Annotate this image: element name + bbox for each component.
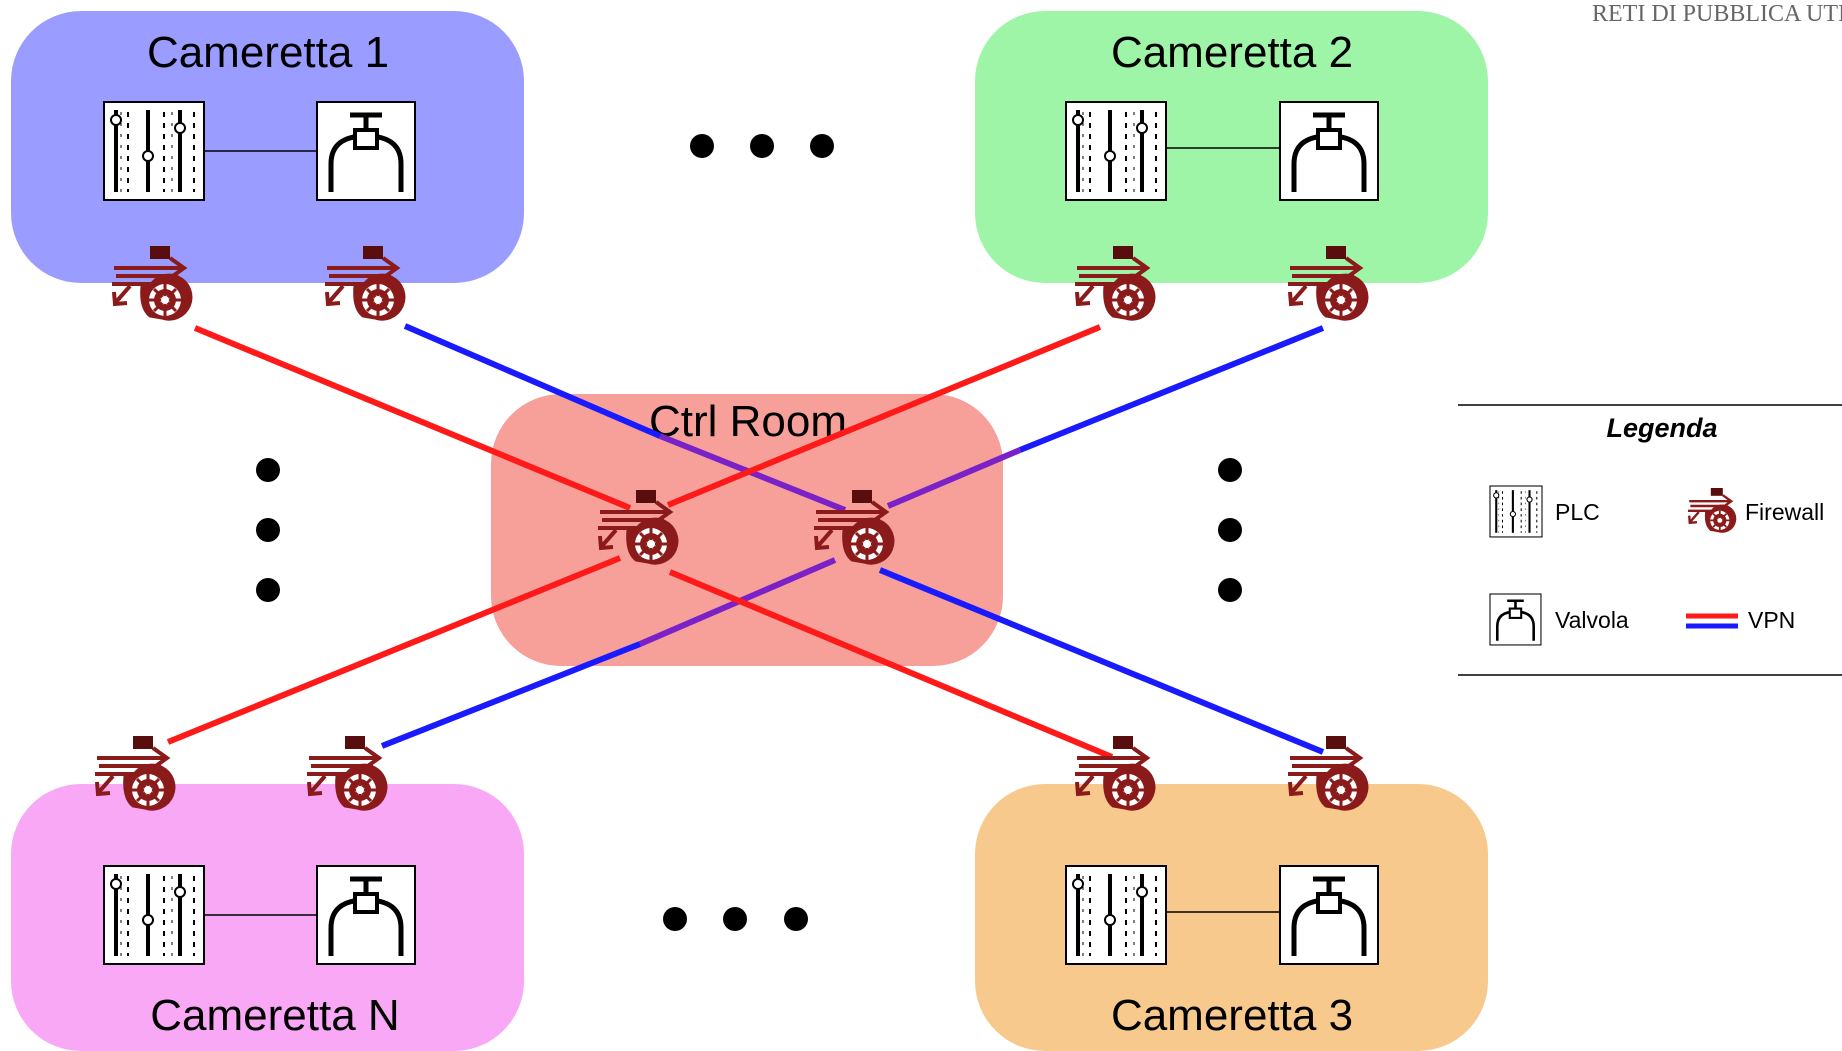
plc-icon — [102, 100, 206, 202]
room-box-cameretta-1 — [11, 11, 524, 283]
room-title-cameretta-3: Cameretta 3 — [1111, 991, 1353, 1040]
vpn-link-ctrl-cn-b — [380, 641, 642, 749]
vpn-link-c2-ctrl-b — [1018, 325, 1325, 453]
legend-label-plc: PLC — [1555, 499, 1600, 525]
vpn-link-c2-ctrl-b-overlap — [886, 447, 1022, 509]
legend: Legenda PLC Firewall Valvola VPN — [1458, 404, 1842, 676]
vpn-link-c1-ctrl-b — [403, 323, 662, 439]
ellipsis-bottom — [663, 907, 808, 931]
room-title-cameretta-2: Cameretta 2 — [1111, 28, 1353, 77]
vpn-link-c2-ctrl — [666, 324, 1102, 508]
corner-header-text: RETI DI PUBBLICA UTILITÀ — [1592, 1, 1842, 27]
ellipsis-right — [1218, 458, 1242, 602]
room-box-cameretta-n — [11, 784, 524, 1051]
room-title-cameretta-1: Cameretta 1 — [147, 28, 389, 77]
valve-icon — [317, 866, 415, 964]
legend-valve-icon — [1488, 592, 1543, 647]
vpn-link-c1-ctrl — [193, 325, 632, 511]
room-title-ctrl-room: Ctrl Room — [649, 397, 847, 446]
room-box-cameretta-3 — [975, 784, 1488, 1051]
plc-icon — [102, 864, 206, 966]
vpn-link-ctrl-c3 — [668, 569, 1114, 760]
room-box-cameretta-2 — [975, 11, 1488, 283]
room-box-ctrl-room — [491, 394, 1003, 666]
plc-icon — [1064, 864, 1168, 966]
legend-label-valve: Valvola — [1555, 607, 1629, 633]
vpn-link-ctrl-cn — [166, 555, 622, 745]
valve-icon — [1280, 866, 1378, 964]
legend-label-vpn: VPN — [1748, 607, 1795, 633]
legend-firewall-icon — [1686, 486, 1737, 534]
ellipsis-left — [256, 458, 280, 602]
vpn-link-ctrl-c3-b — [878, 567, 1325, 755]
ellipsis-top — [690, 134, 834, 158]
valve-icon — [317, 102, 415, 200]
room-title-cameretta-n: Cameretta N — [150, 991, 399, 1040]
legend-plc-icon — [1488, 484, 1544, 539]
valve-icon — [1280, 102, 1378, 200]
plc-icon — [1064, 100, 1168, 202]
legend-title: Legenda — [1606, 413, 1717, 443]
legend-label-firewall: Firewall — [1745, 499, 1824, 525]
